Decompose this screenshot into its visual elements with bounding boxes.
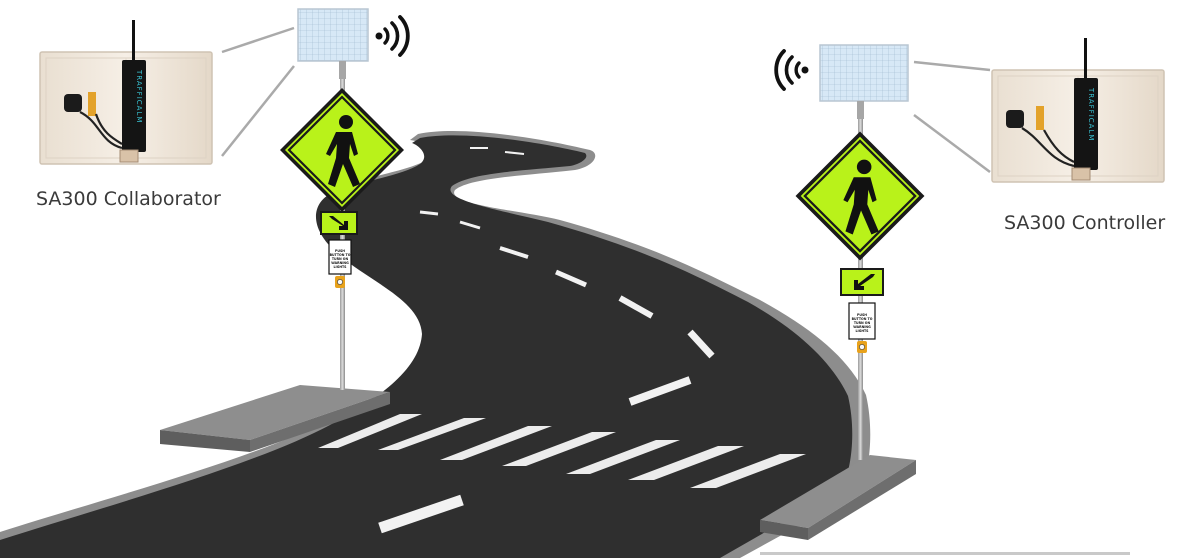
brand-logo: TRAFFICALM (135, 69, 143, 123)
push-button (857, 341, 867, 353)
wireless-signal-right-icon (376, 17, 408, 55)
pedestrian-sign (796, 132, 925, 261)
callout-line (914, 115, 990, 172)
arrow-plaque (320, 211, 358, 235)
controller-label: SA300 Controller (1004, 212, 1165, 234)
antenna (1084, 38, 1087, 80)
wireless-signal-left-icon (776, 51, 808, 89)
solar-panel (820, 45, 908, 119)
callout-line (222, 28, 294, 52)
collaborator-cabinet: TRAFFICALM (40, 20, 212, 164)
push-button-sign: PUSH BUTTON TO TURN ON WARNING LIGHTS (329, 240, 351, 274)
antenna (132, 20, 135, 62)
push-button-sign: PUSH BUTTON TO TURN ON WARNING LIGHTS (849, 303, 875, 339)
callout-line (222, 66, 294, 156)
fuse-label (88, 92, 96, 116)
collaborator-label: SA300 Collaborator (36, 188, 221, 210)
fuse-label (1036, 106, 1044, 130)
push-button (335, 276, 345, 288)
battery-connector (1006, 110, 1024, 128)
baseline-rule (760, 552, 1130, 555)
push-sign-line: LIGHTS (334, 265, 348, 269)
arrow-plaque (840, 268, 884, 296)
battery-connector (64, 94, 82, 112)
solar-panel (298, 9, 368, 79)
brand-logo: TRAFFICALM (1087, 87, 1095, 141)
callout-line (914, 62, 990, 70)
push-sign-line: LIGHTS (856, 329, 870, 333)
controller-cabinet: TRAFFICALM (992, 38, 1164, 182)
